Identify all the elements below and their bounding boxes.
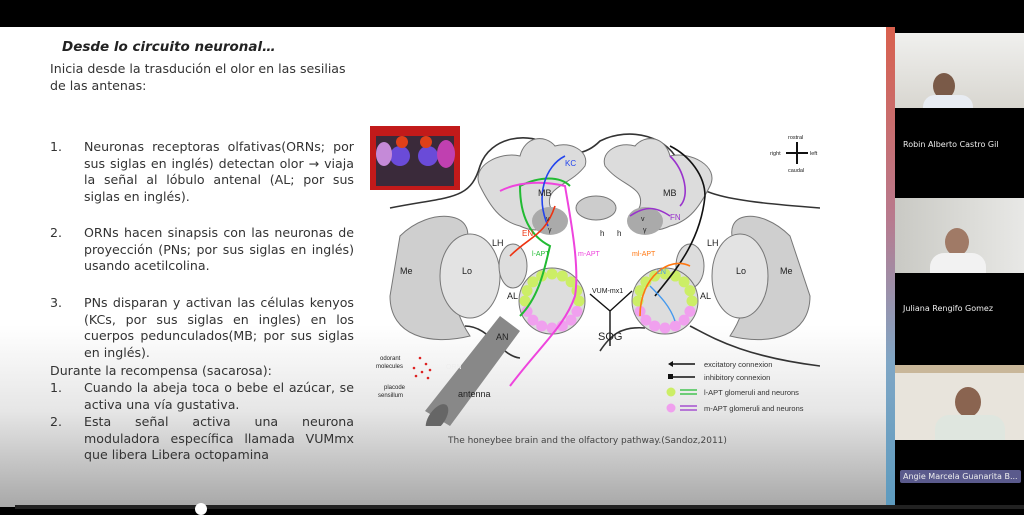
legend-inhibitory: inhibitory connexion: [704, 373, 770, 382]
label-molecules: molecules: [376, 364, 403, 370]
label-fn: FN: [670, 213, 681, 222]
label-lo: Lo: [462, 266, 472, 276]
label-v: v: [546, 216, 550, 223]
glomerulus: [678, 314, 690, 326]
glomerulus: [521, 285, 533, 297]
label-lapt: l-APT: [532, 251, 550, 258]
label-orn: ORN: [446, 364, 462, 371]
list-text: Cuando la abeja toca o bebe el azúcar, s…: [84, 380, 354, 412]
legend: excitatory connexion inhibitory connexio…: [666, 360, 804, 413]
glomerulus: [640, 314, 652, 326]
glomerulus: [640, 276, 652, 288]
panel-divider: [886, 27, 895, 507]
label-sensillum: sensillum: [378, 393, 403, 399]
video-tile[interactable]: [895, 33, 1024, 108]
list-number: 1.: [50, 139, 63, 154]
honeybee-brain-diagram: MB MB KC EN LH LH l-APT m-APT ml-APT FN …: [370, 126, 820, 426]
label-mapt: m-APT: [578, 251, 601, 258]
glomerulus: [521, 305, 533, 317]
glomerulus: [556, 270, 568, 282]
odorant-molecule: [412, 366, 416, 370]
video-tile[interactable]: [895, 365, 1024, 440]
compass-rostral: rostral: [788, 135, 803, 141]
compass-right: right: [770, 151, 781, 157]
label-me: Me: [400, 266, 413, 276]
orientation-compass: rostral right left caudal: [770, 135, 818, 174]
list-number: 2.: [50, 414, 63, 429]
glomerulus: [565, 314, 577, 326]
glomerulus: [527, 276, 539, 288]
compass-left: left: [810, 151, 818, 157]
video-progress-bar[interactable]: [15, 505, 1024, 509]
slide-title: Desde lo circuito neuronal…: [62, 39, 276, 55]
progress-scrubber-handle[interactable]: [195, 503, 207, 515]
list-text: Neuronas receptoras olfativas(ORNs; por …: [84, 139, 354, 204]
glomerulus: [684, 285, 696, 297]
glomerulus: [669, 320, 681, 332]
participant-name: Juliana Rengifo Gomez: [903, 304, 994, 313]
odorant-molecule: [414, 374, 418, 378]
video-tile[interactable]: [895, 198, 1024, 273]
glomerulus: [684, 305, 696, 317]
label-lh: LH: [492, 238, 504, 248]
glomerulus: [536, 320, 548, 332]
label-h: h: [600, 229, 604, 238]
label-gamma: γ: [643, 227, 647, 234]
label-kc: KC: [565, 159, 576, 168]
glomerulus: [659, 268, 671, 280]
glomerulus: [573, 295, 585, 307]
list-number: 2.: [50, 225, 63, 240]
brain-photo: [370, 126, 460, 190]
glomerulus: [649, 320, 661, 332]
label-me: Me: [780, 266, 793, 276]
label-mb: MB: [663, 188, 677, 198]
glomerulus: [659, 322, 671, 334]
glomerulus: [546, 322, 558, 334]
label-v: v: [641, 216, 645, 223]
odorant-molecule: [428, 368, 432, 372]
glomerulus: [686, 295, 698, 307]
glomerulus: [546, 268, 558, 280]
glomerulus: [571, 285, 583, 297]
label-lo: Lo: [736, 266, 746, 276]
label-mlapt: ml-APT: [632, 251, 656, 258]
list-number: 3.: [50, 295, 63, 310]
label-en: EN: [522, 229, 533, 238]
odorant-molecule: [426, 376, 430, 380]
list-number: 1.: [50, 380, 63, 395]
list-text: ORNs hacen sinapsis con las neuronas de …: [84, 225, 354, 273]
label-placode: placode: [384, 385, 406, 391]
participant-name: Angie Marcela Guanarita B...: [900, 470, 1021, 483]
odorant-molecule: [418, 356, 422, 360]
intro-text: Inicia desde la trasdución el olor en la…: [50, 61, 346, 93]
legend-excitatory: excitatory connexion: [704, 360, 772, 369]
participant-name: Robin Alberto Castro Gil: [903, 140, 999, 149]
glomerulus: [678, 276, 690, 288]
list-text: Esta señal activa una neurona moduladora…: [84, 414, 354, 462]
compass-caudal: caudal: [788, 168, 804, 174]
list-text: PNs disparan y activan las células kenyo…: [84, 295, 354, 360]
label-antenna: antenna: [458, 389, 491, 399]
reward-heading: Durante la recompensa (sacarosa):: [50, 363, 272, 378]
label-vum: VUM-mx1: [592, 288, 623, 295]
label-h: h: [617, 229, 621, 238]
label-al: AL: [507, 291, 518, 301]
glomerulus: [565, 276, 577, 288]
label-an: AN: [496, 332, 509, 342]
odorant-molecule: [420, 370, 424, 374]
legend-mapt: m-APT glomeruli and neurons: [704, 404, 804, 413]
glomerulus: [527, 314, 539, 326]
label-odorant: odorant: [380, 356, 401, 362]
glomerulus: [571, 305, 583, 317]
label-gamma: γ: [548, 227, 552, 234]
legend-lapt: l-APT glomeruli and neurons: [704, 388, 799, 397]
label-lh: LH: [707, 238, 719, 248]
odorant-molecule: [424, 362, 428, 366]
label-mb: MB: [538, 188, 552, 198]
glomerulus: [519, 295, 531, 307]
label-al: AL: [700, 291, 711, 301]
label-sog: SOG: [598, 331, 622, 343]
figure-caption: The honeybee brain and the olfactory pat…: [448, 436, 727, 446]
label-ln: LN: [657, 269, 666, 276]
